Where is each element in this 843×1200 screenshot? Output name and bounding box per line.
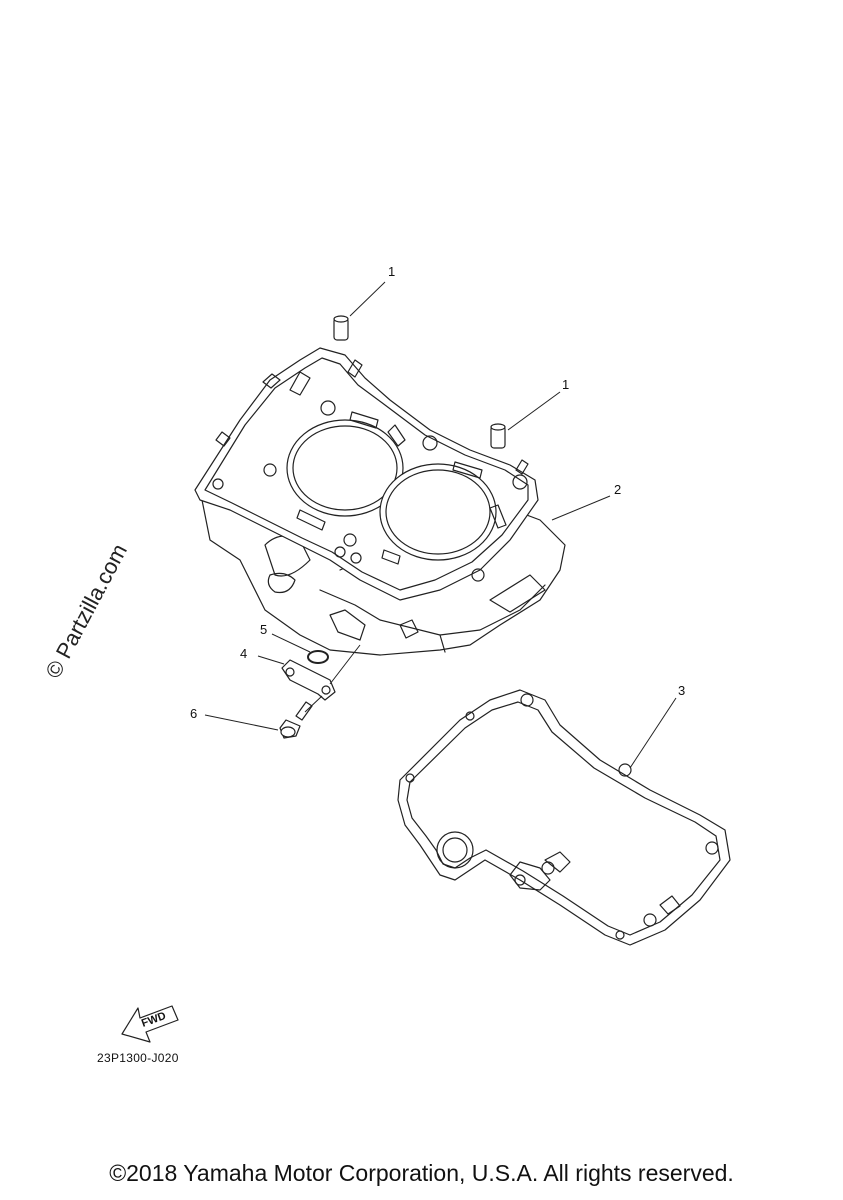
watermark: © Partzilla.com <box>40 540 132 683</box>
cylinder-gasket <box>397 689 731 946</box>
holder-bracket <box>281 659 336 701</box>
o-ring <box>307 650 329 664</box>
dowel-pin-left <box>333 315 349 341</box>
callout-5: 5 <box>260 622 267 637</box>
callout-6: 6 <box>190 706 197 721</box>
callout-3: 3 <box>678 683 685 698</box>
callout-1-right: 1 <box>562 377 569 392</box>
callout-2: 2 <box>614 482 621 497</box>
dowel-pin-right <box>490 423 506 449</box>
callout-1-left: 1 <box>388 264 395 279</box>
copyright-notice: ©2018 Yamaha Motor Corporation, U.S.A. A… <box>109 1160 734 1186</box>
leader-lines <box>204 281 677 769</box>
diagram-code: 23P1300-J020 <box>97 1051 179 1065</box>
fwd-arrow-icon: FWD <box>121 1005 179 1043</box>
cylinder-block <box>194 347 566 656</box>
callout-4: 4 <box>240 646 247 661</box>
callouts: 1 1 2 3 4 5 6 <box>190 264 685 721</box>
bolt <box>279 701 313 739</box>
